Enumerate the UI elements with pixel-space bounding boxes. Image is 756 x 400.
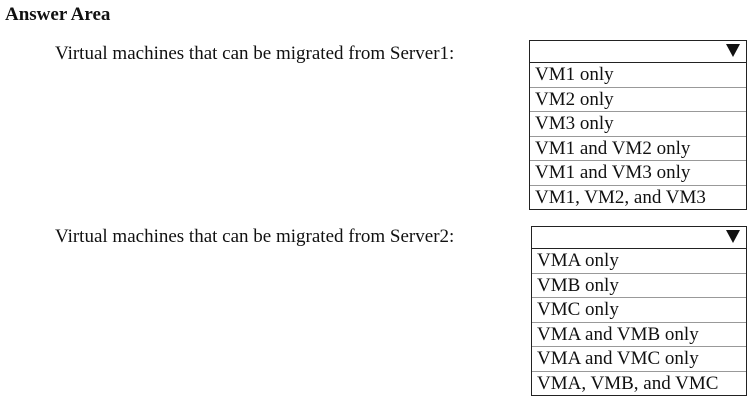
option[interactable]: VMA and VMB only [532,323,746,347]
option[interactable]: VMC only [532,298,746,323]
server1-dropdown-select[interactable] [529,40,747,63]
server2-options-list: VMA only VMB only VMC only VMA and VMB o… [531,249,747,396]
option[interactable]: VMB only [532,274,746,298]
dropdown-arrow-icon[interactable] [726,44,740,57]
server2-dropdown[interactable]: VMA only VMB only VMC only VMA and VMB o… [531,226,747,396]
server1-dropdown[interactable]: VM1 only VM2 only VM3 only VM1 and VM2 o… [529,40,747,210]
option[interactable]: VMA only [532,249,746,274]
option[interactable]: VM1, VM2, and VM3 [535,186,706,208]
server1-options-list: VM1 only VM2 only VM3 only VM1 and VM2 o… [529,63,747,210]
option[interactable]: VM1 and VM2 only [530,137,746,161]
option[interactable]: VM1 and VM3 only [530,161,746,186]
option[interactable]: VM2 only [530,88,746,112]
option[interactable]: VMA and VMC only [532,347,746,372]
option[interactable]: VM3 only [530,112,746,137]
server2-dropdown-select[interactable] [531,226,747,249]
option[interactable]: VM1 only [530,63,746,88]
option[interactable]: VMA, VMB, and VMC [537,372,719,394]
question-2-label: Virtual machines that can be migrated fr… [55,226,455,247]
answer-area-title: Answer Area [5,4,111,25]
question-1-label: Virtual machines that can be migrated fr… [55,43,455,64]
dropdown-arrow-icon[interactable] [726,230,740,243]
